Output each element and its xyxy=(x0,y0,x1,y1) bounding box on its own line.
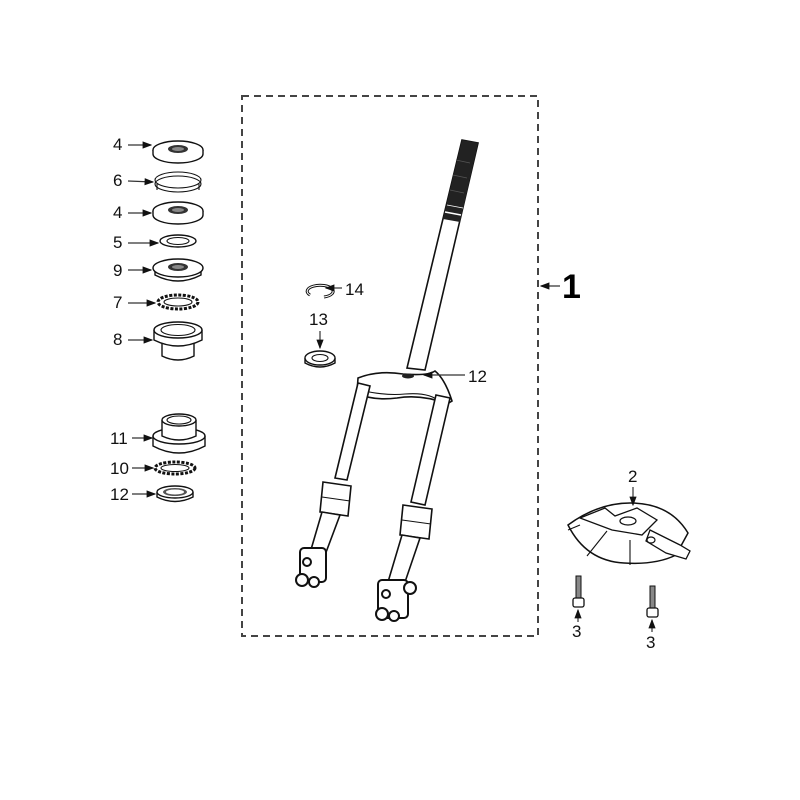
part-11-bottom-cup xyxy=(152,413,206,454)
callout-12-fork: 12 xyxy=(422,367,487,386)
svg-text:8: 8 xyxy=(113,330,122,349)
part-2-mudguard-bracket xyxy=(567,502,691,565)
part-7-ball-bearing xyxy=(156,293,200,311)
part-13-seal-ring xyxy=(304,350,336,368)
part-8-cup xyxy=(153,321,203,361)
part-10-ball-bearing xyxy=(153,460,197,476)
callout-4-second: 4 xyxy=(113,203,153,222)
part-3-screw-right xyxy=(646,585,659,618)
svg-text:4: 4 xyxy=(113,135,122,154)
callout-3-left: 3 xyxy=(572,608,582,641)
svg-text:5: 5 xyxy=(113,233,122,252)
part-12-bottom-cone xyxy=(156,485,194,503)
callout-11: 11 xyxy=(110,429,154,448)
part-4-nut xyxy=(152,201,204,225)
left-dropout xyxy=(295,547,327,588)
callout-12-left: 12 xyxy=(110,485,157,504)
callout-7: 7 xyxy=(113,293,157,312)
callout-6: 6 xyxy=(113,171,155,190)
callout-8: 8 xyxy=(113,330,154,349)
assembly-label: 1 xyxy=(562,268,581,306)
callout-14: 14 xyxy=(324,280,364,299)
svg-text:10: 10 xyxy=(110,459,129,478)
svg-text:4: 4 xyxy=(113,203,122,222)
svg-text:12: 12 xyxy=(468,367,487,386)
svg-text:3: 3 xyxy=(572,622,581,641)
svg-text:14: 14 xyxy=(345,280,364,299)
callout-13: 13 xyxy=(309,310,328,350)
svg-text:3: 3 xyxy=(646,633,655,652)
part-3-screw-left xyxy=(572,575,585,608)
part-9-cone-race xyxy=(152,258,204,282)
part-4-top-nut xyxy=(152,140,204,164)
svg-text:6: 6 xyxy=(113,171,122,190)
callout-1: 1 xyxy=(539,268,581,306)
svg-text:7: 7 xyxy=(113,293,122,312)
callout-4-top: 4 xyxy=(113,135,153,154)
part-14-circlip xyxy=(305,283,335,299)
part-5-washer xyxy=(159,234,197,248)
callout-10: 10 xyxy=(110,459,155,478)
right-dropout xyxy=(375,579,417,622)
front-fork-assembly xyxy=(295,139,479,622)
svg-text:2: 2 xyxy=(628,467,637,486)
callout-9: 9 xyxy=(113,261,153,280)
callout-5: 5 xyxy=(113,233,160,252)
svg-text:9: 9 xyxy=(113,261,122,280)
svg-text:12: 12 xyxy=(110,485,129,504)
svg-text:11: 11 xyxy=(110,429,128,448)
svg-text:13: 13 xyxy=(309,310,328,329)
assembly-boundary-box xyxy=(241,95,539,637)
callout-2: 2 xyxy=(628,467,637,507)
part-6-lock-washer xyxy=(154,171,202,193)
callout-3-right: 3 xyxy=(646,618,656,652)
